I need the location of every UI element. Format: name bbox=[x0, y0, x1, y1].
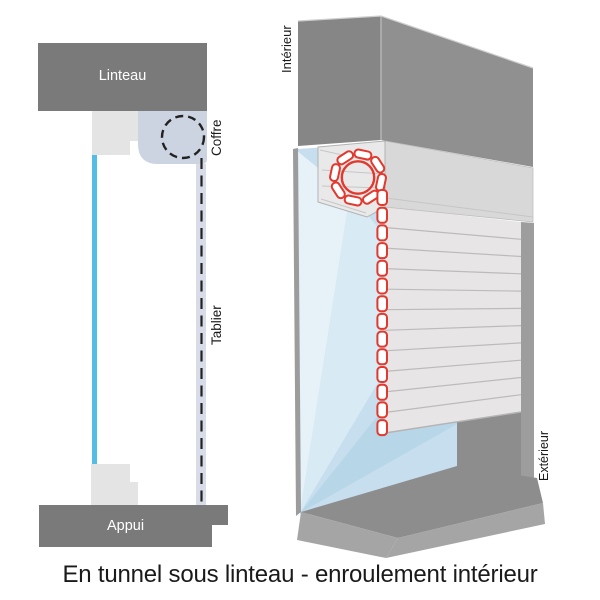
wall-front-face bbox=[298, 16, 381, 146]
tablier-label: Tablier bbox=[209, 305, 224, 345]
rolled-curtain bbox=[329, 148, 388, 437]
linteau-label: Linteau bbox=[98, 68, 147, 84]
section-diagram bbox=[38, 43, 228, 547]
diagram-shapes bbox=[38, 15, 545, 558]
appui-block bbox=[39, 505, 228, 547]
appui-label: Appui bbox=[106, 518, 145, 534]
caption: En tunnel sous linteau - enroulement int… bbox=[62, 561, 538, 588]
frame-top-block bbox=[92, 111, 138, 155]
sill-right-face bbox=[386, 503, 545, 558]
interieur-label: Intérieur bbox=[279, 25, 294, 73]
shutter-curtain bbox=[384, 207, 522, 434]
frame-bottom-block bbox=[91, 464, 138, 505]
sill-top-face bbox=[301, 466, 543, 538]
roll-dashed-circle bbox=[160, 114, 206, 160]
opening-recess bbox=[457, 412, 521, 477]
right-jamb bbox=[521, 222, 534, 479]
curtain-side-profile bbox=[376, 189, 388, 437]
wall-right-face bbox=[381, 16, 533, 167]
linteau-block bbox=[38, 43, 207, 111]
window-glass-line bbox=[92, 155, 97, 464]
wall-3d bbox=[297, 15, 534, 167]
roll-tube bbox=[340, 160, 376, 195]
coffre-box bbox=[138, 111, 207, 164]
exterieur-label: Extérieur bbox=[537, 430, 551, 481]
perspective-illustration bbox=[293, 15, 545, 558]
coffre-label: Coffre bbox=[209, 119, 224, 156]
sill-left-face bbox=[297, 512, 398, 558]
glass-frame-edge bbox=[293, 148, 301, 516]
sill-3d bbox=[297, 466, 545, 558]
